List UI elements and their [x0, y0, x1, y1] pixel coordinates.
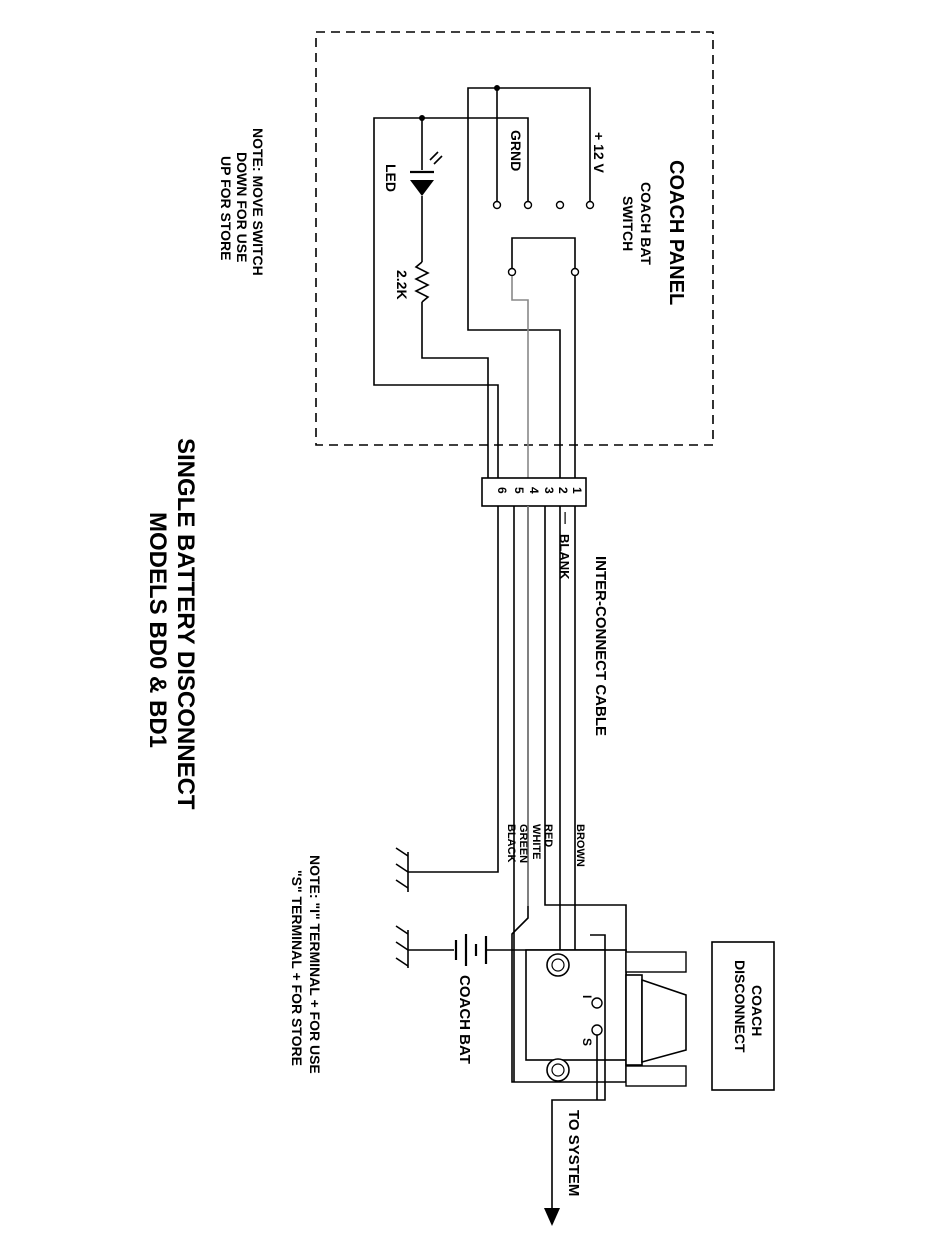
terminal-dash: —: [559, 512, 573, 524]
ground-symbol: [396, 848, 408, 892]
terminal-pin-1: 1: [570, 487, 584, 494]
led-label: LED: [383, 164, 399, 192]
terminal-pin-4: 4: [527, 487, 541, 494]
resistor-symbol: [416, 262, 428, 302]
coach-disconnect-device: [526, 935, 686, 1100]
plus-12v-label: + 12 V: [591, 132, 607, 174]
note-switch-line2: DOWN FOR USE: [234, 152, 250, 262]
ground-label: GRND: [508, 130, 524, 171]
wire-label-black: BLACK: [505, 824, 517, 863]
terminal-pin-3: 3: [542, 487, 556, 494]
note-switch-line1: NOTE: MOVE SWITCH: [250, 128, 266, 276]
coach-disconnect-line2: DISCONNECT: [732, 960, 748, 1053]
switch-terminal: [525, 202, 532, 209]
to-system-label: TO SYSTEM: [565, 1110, 582, 1196]
diagram-title-line2: MODELS BD0 & BD1: [144, 512, 171, 748]
coach-panel-title: COACH PANEL: [665, 160, 687, 305]
switch-blade: [509, 269, 516, 276]
switch-terminal: [494, 202, 501, 209]
terminal-pin-2: 2: [556, 487, 570, 494]
terminal-i-label: I: [580, 995, 594, 998]
coach-bat-switch-line2: SWITCH: [620, 196, 636, 251]
ground-symbol: [396, 926, 408, 968]
led-symbol: [410, 180, 434, 196]
terminal-pin-5: 5: [512, 487, 526, 494]
wire-label-green: GREEN: [517, 824, 529, 863]
terminal-s-label: S: [580, 1038, 594, 1046]
wire-label-brown: BROWN: [574, 824, 586, 867]
switch-terminal: [587, 202, 594, 209]
coach-bat-label: COACH BAT: [456, 975, 473, 1064]
cable-label: INTER-CONNECT CABLE: [592, 556, 609, 736]
resistor-label: 2.2K: [394, 270, 410, 300]
note-terminal-line2: "S" TERMINAL + FOR STORE: [289, 870, 305, 1066]
wire-label-red: RED: [542, 824, 554, 847]
switch-terminal: [557, 202, 564, 209]
note-switch-line3: UP FOR STORE: [218, 156, 234, 261]
terminal-pin-6: 6: [495, 487, 509, 494]
diagram-title-line1: SINGLE BATTERY DISCONNECT: [172, 438, 199, 810]
switch-blade: [572, 269, 579, 276]
coach-bat-switch-line1: COACH BAT: [638, 182, 654, 265]
wire-label-white: WHITE: [530, 824, 542, 859]
note-terminal-line1: NOTE: "I" TERMINAL + FOR USE: [307, 855, 323, 1074]
coach-disconnect-line1: COACH: [749, 985, 765, 1036]
